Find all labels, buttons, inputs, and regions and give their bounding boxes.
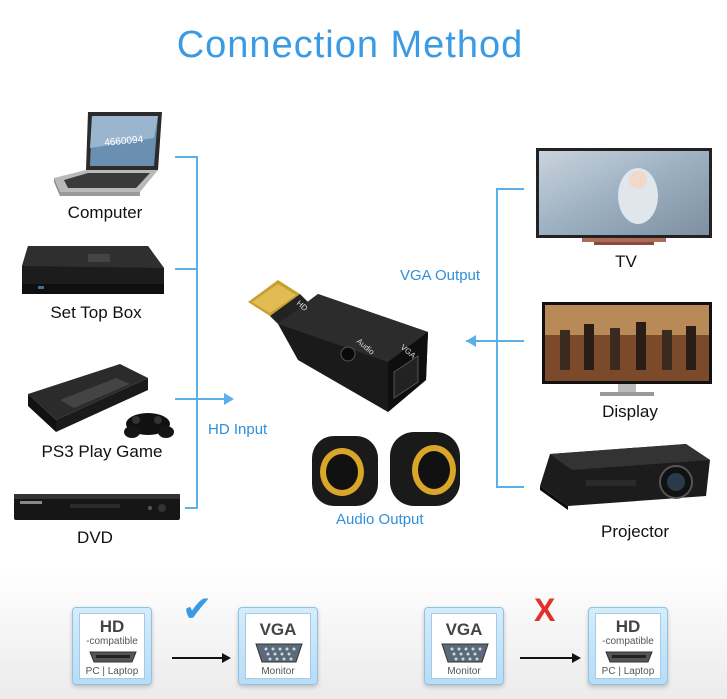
laptop-icon: 4660094 (54, 112, 162, 196)
output-vertical-line (496, 188, 498, 488)
tv-icon (536, 148, 712, 245)
laptop-screen-text: 4660094 (104, 134, 144, 148)
legend-left-arrow (172, 657, 224, 659)
legend-right-cross-icon: X (534, 592, 556, 628)
output-line-tv (496, 188, 524, 190)
legend-right-hd-caption: PC | Laptop (601, 666, 655, 677)
page-title: Connection Method (176, 24, 524, 66)
legend-left-hd-card: HD -compatible PC | Laptop (72, 607, 152, 685)
hd-input-label-hd: HD (208, 421, 230, 438)
monitor-icon (542, 302, 712, 396)
output-line-display (496, 340, 524, 342)
legend-right-arrow-head (572, 653, 581, 663)
legend-right-vga-card: VGA Monitor (424, 607, 504, 685)
input-line-ps3 (175, 398, 197, 400)
set-top-box-icon (22, 246, 164, 294)
legend-right-hd-card: HD -compatible PC | Laptop (588, 607, 668, 685)
legend-left-hd-caption: PC | Laptop (85, 666, 139, 677)
input-vertical-line (196, 156, 198, 509)
output-from-adapter-line (466, 340, 496, 342)
output-arrow-head (466, 335, 476, 347)
legend-left-check-icon: ✔ (182, 588, 213, 629)
legend-right-vga-caption: Monitor (447, 666, 481, 677)
legend-left-arrow-head (222, 653, 231, 663)
output-label-display: Display (602, 402, 658, 421)
input-line-computer (175, 156, 197, 158)
legend-right-arrow (520, 657, 574, 659)
vga-output-label: VGA Output (400, 267, 481, 284)
adapter-icon: Audio VGA HD (248, 280, 428, 412)
hd-input-label: HD Input (208, 421, 267, 438)
legend-left-vga-caption: Monitor (261, 666, 295, 677)
vga-port-icon (255, 643, 303, 663)
audio-output-label: Audio Output (336, 511, 424, 528)
output-label-projector: Projector (600, 522, 670, 541)
input-line-dvd (185, 507, 197, 509)
hd-port-icon (89, 651, 137, 663)
dvd-player-icon (14, 494, 180, 520)
output-label-tv: TV (615, 252, 637, 271)
legend-right-hd-title: HD (615, 617, 641, 636)
input-label-set-top-box: Set Top Box (50, 303, 142, 322)
input-arrow-head (224, 393, 234, 405)
projector-icon (540, 444, 710, 510)
legend-right-vga-title: VGA (445, 620, 483, 639)
output-line-projector (496, 486, 524, 488)
legend-left-hd-subtitle: -compatible (86, 636, 138, 647)
input-label-computer: Computer (67, 203, 143, 222)
input-label-ps3: PS3 Play Game (41, 442, 163, 461)
input-label-dvd: DVD (77, 528, 113, 547)
legend-left-vga-title: VGA (259, 620, 297, 639)
speakers-icon (312, 432, 460, 506)
legend-left-vga-card: VGA Monitor (238, 607, 318, 685)
input-to-adapter-line (198, 398, 226, 400)
hd-port-icon (605, 651, 653, 663)
game-console-icon (28, 364, 174, 438)
input-line-settop (175, 268, 197, 270)
vga-port-icon (441, 643, 489, 663)
legend-right-hd-subtitle: -compatible (602, 636, 654, 647)
legend-left-hd-title: HD (99, 617, 125, 636)
hd-input-label-input: Input (233, 421, 268, 438)
